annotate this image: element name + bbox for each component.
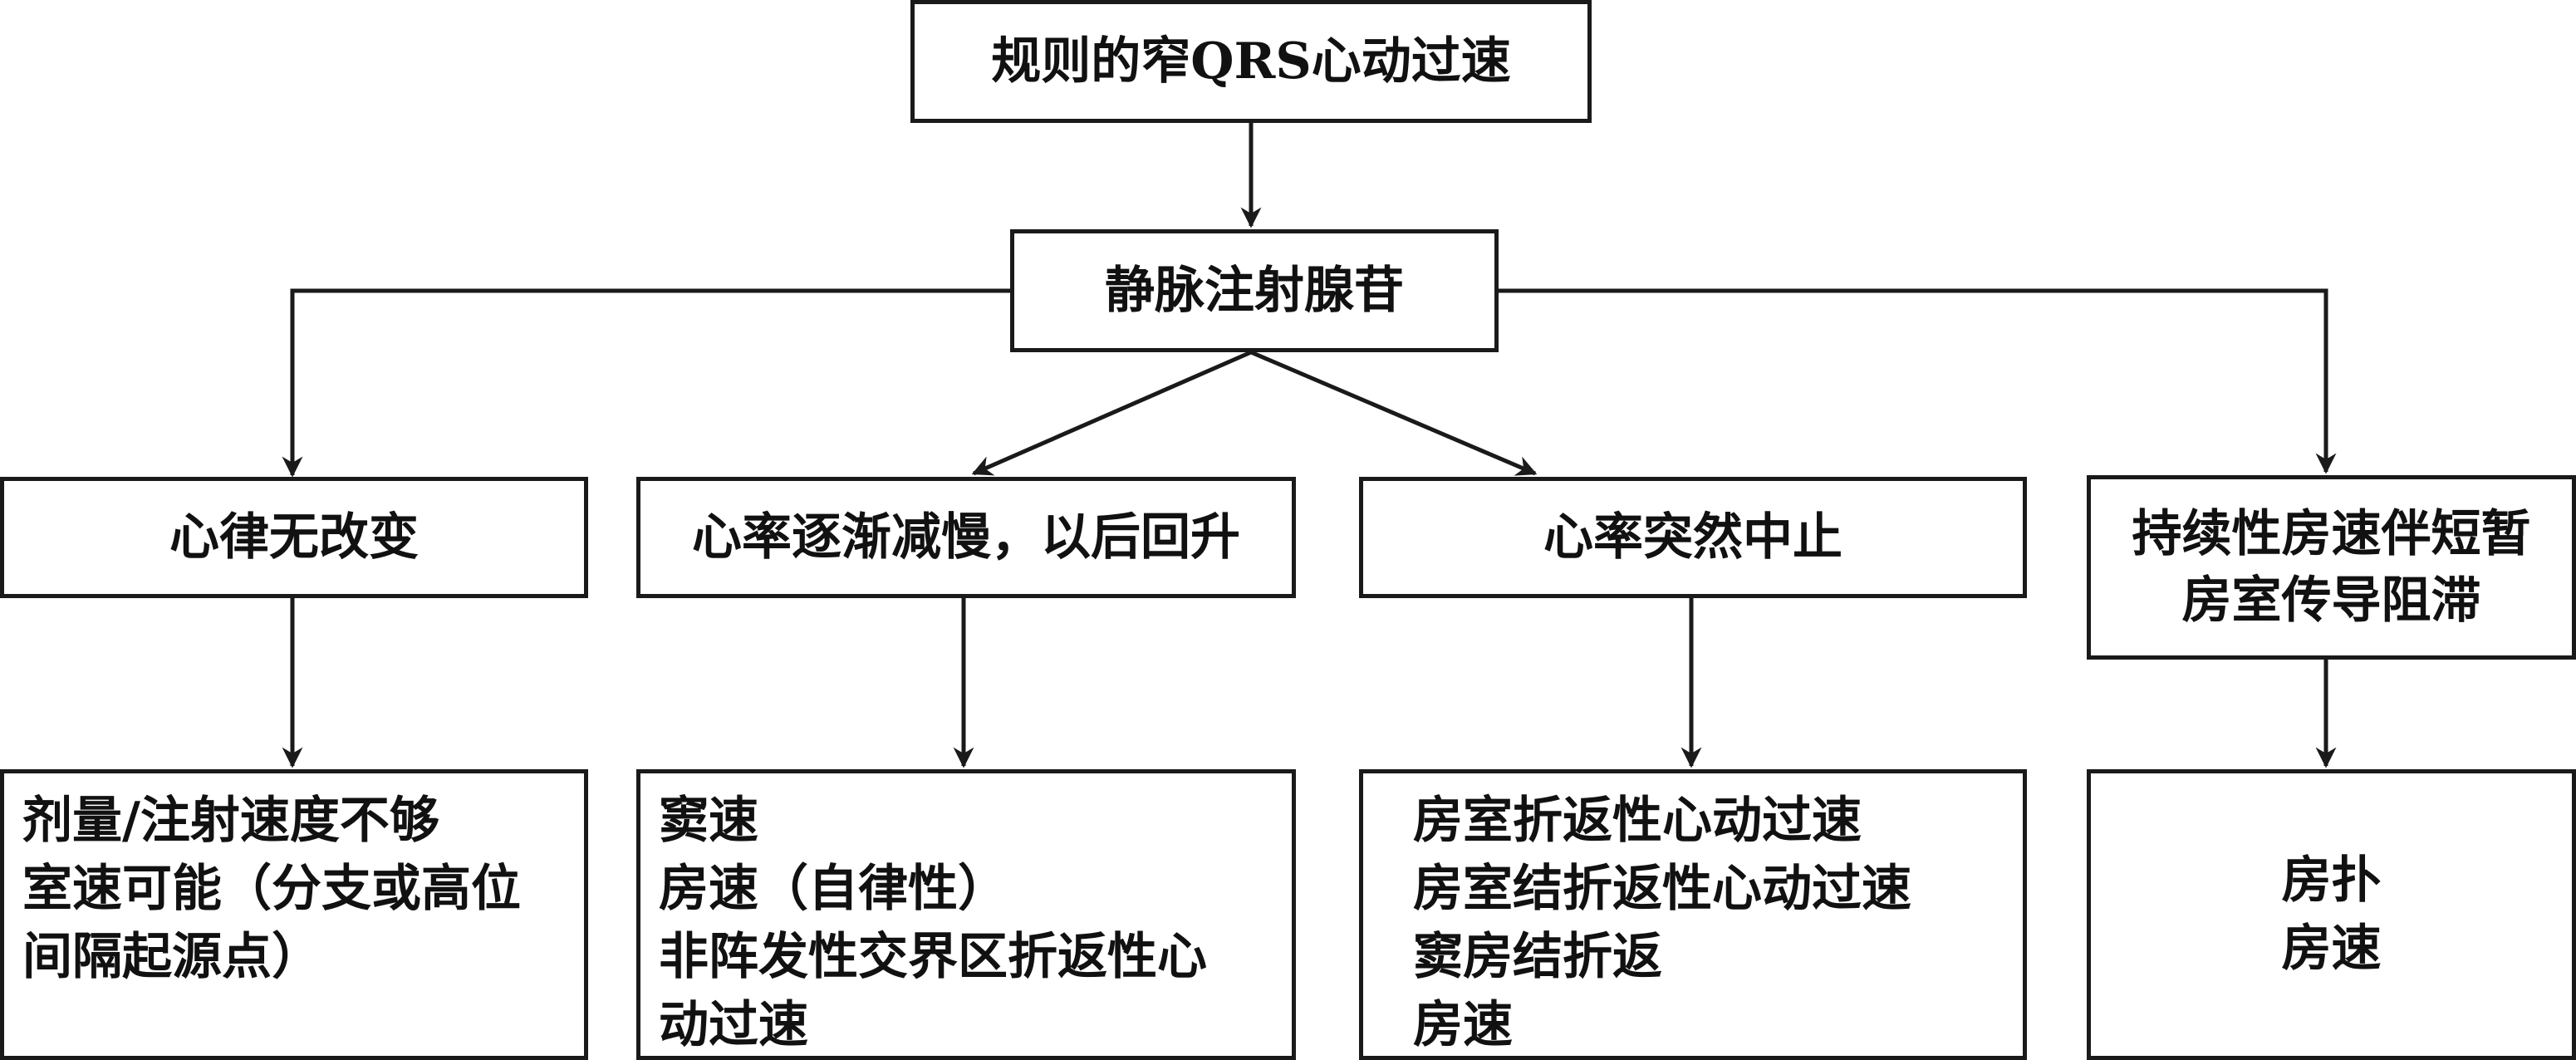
diagnosis-item: 剂量/注射速度不够 (22, 792, 439, 850)
diagnosis-item: 房速（自律性） (659, 860, 1008, 918)
response-box-persistent-at: 持续性房速伴短暂 房室传导阻滞 (2087, 475, 2576, 660)
arrow-adenosine-to-abrupt-stop (1250, 350, 1538, 476)
diagnosis-item: 非阵发性交界区折返性心 (659, 928, 1207, 986)
diagnosis-item: 间隔起源点） (22, 928, 321, 986)
arrow-adenosine-to-gradual-slow (971, 350, 1253, 476)
response-box-abrupt-stop: 心率突然中止 (1359, 477, 2027, 598)
diagnosis-item: 室速可能（分支或高位 (22, 860, 521, 918)
diagnosis-box-gradual-slow: 窦速 房速（自律性） 非阵发性交界区折返性心 动过速 (636, 769, 1296, 1060)
arrow-adenosine-to-persistent-at (1495, 288, 2337, 474)
root-label: 规则的窄QRS心动过速 (991, 32, 1511, 91)
diagnosis-box-abrupt-stop: 房室折返性心动过速 房室结折返性心动过速 窦房结折返 房速 (1359, 769, 2027, 1060)
root-box: 规则的窄QRS心动过速 (910, 0, 1592, 123)
diagnosis-item: 房室结折返性心动过速 (1413, 860, 1911, 918)
diagnosis-item: 房速 (2281, 920, 2382, 978)
response-label-line: 房室传导阻滞 (2181, 572, 2481, 630)
diagnosis-box-persistent-at: 房扑 房速 (2087, 769, 2576, 1060)
adenosine-box: 静脉注射腺苷 (1010, 229, 1499, 352)
response-label-line: 持续性房速伴短暂 (2132, 505, 2531, 563)
diagnosis-box-no-change: 剂量/注射速度不够 室速可能（分支或高位 间隔起源点） (0, 769, 588, 1060)
diagnosis-item: 房室折返性心动过速 (1413, 792, 1862, 850)
response-label: 心率突然中止 (1543, 508, 1842, 567)
response-label: 心率逐渐减慢，以后回升 (692, 508, 1240, 567)
diagnosis-item: 房速 (1413, 996, 1513, 1054)
adenosine-label: 静脉注射腺苷 (1105, 262, 1404, 320)
arrow-adenosine-to-no-change (282, 288, 1010, 478)
response-box-gradual-slow: 心率逐渐减慢，以后回升 (636, 477, 1296, 598)
response-label: 心律无改变 (169, 508, 419, 567)
diagnosis-item: 窦速 (659, 792, 758, 850)
diagnosis-item: 动过速 (659, 996, 808, 1054)
diagnosis-item: 窦房结折返 (1413, 928, 1662, 986)
diagnosis-item: 房扑 (2281, 851, 2382, 910)
response-box-no-change: 心律无改变 (0, 477, 588, 598)
